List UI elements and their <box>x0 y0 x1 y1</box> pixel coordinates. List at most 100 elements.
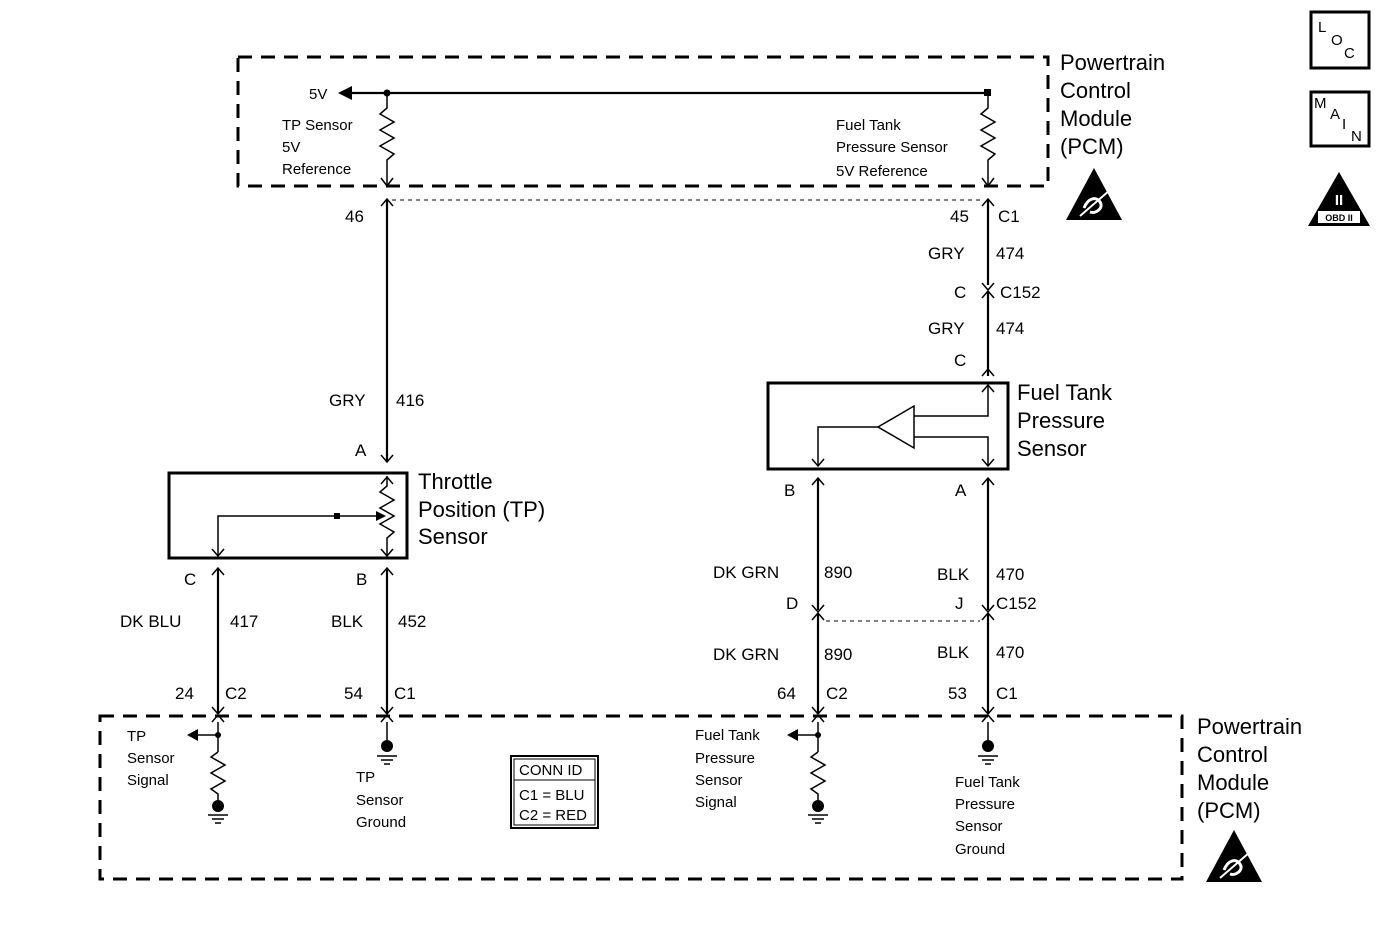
c152-pin-c: C <box>954 283 966 302</box>
pin-64: 64 <box>777 684 796 703</box>
svg-text:Sensor: Sensor <box>127 750 175 767</box>
wire-470-number-upper: 470 <box>996 565 1024 584</box>
svg-text:Reference: Reference <box>282 161 351 178</box>
wire-470-color-upper: BLK <box>937 565 970 584</box>
svg-text:(PCM): (PCM) <box>1060 134 1124 159</box>
svg-text:Fuel Tank: Fuel Tank <box>1017 380 1113 405</box>
svg-text:I: I <box>1342 116 1346 133</box>
svg-text:Sensor: Sensor <box>955 818 1003 835</box>
svg-text:Ground: Ground <box>356 814 406 831</box>
svg-text:Pressure: Pressure <box>695 750 755 767</box>
ftp-sensor-title: Fuel Tank Pressure Sensor <box>1017 380 1113 461</box>
svg-text:Control: Control <box>1060 78 1131 103</box>
svg-text:N: N <box>1351 128 1362 145</box>
ftp-ground-label: Fuel Tank Pressure Sensor Ground <box>955 774 1020 858</box>
tp-signal-arrow-icon <box>187 729 198 741</box>
pin-46: 46 <box>345 207 364 226</box>
svg-text:TP: TP <box>127 728 146 745</box>
conn-id-legend: CONN ID C1 = BLU C2 = RED <box>510 755 599 829</box>
wire-470-number-lower: 470 <box>996 643 1024 662</box>
ground-icon <box>208 814 228 824</box>
svg-text:Signal: Signal <box>127 772 169 789</box>
tp-signal-label: TP Sensor Signal <box>127 728 175 789</box>
svg-text:Sensor: Sensor <box>418 524 488 549</box>
svg-text:M: M <box>1314 95 1327 112</box>
pcm-bottom-title: Powertrain Control Module (PCM) <box>1197 714 1302 823</box>
svg-text:Ground: Ground <box>955 841 1005 858</box>
ftp-signal-label: Fuel Tank Pressure Sensor Signal <box>695 727 760 811</box>
c152-pin-j: J <box>955 594 964 613</box>
svg-text:Fuel Tank: Fuel Tank <box>955 774 1020 791</box>
connector-c152-upper: C152 <box>1000 283 1041 302</box>
loc-nav-button[interactable]: L O C <box>1309 10 1371 70</box>
svg-text:Sensor: Sensor <box>1017 436 1087 461</box>
connector-c2-ftp: C2 <box>826 684 848 703</box>
ftp-signal-pulldown-resistor <box>809 751 827 800</box>
esd-warning-icon-bottom <box>1206 830 1262 882</box>
tp-pin-a: A <box>355 441 367 460</box>
svg-text:Pressure: Pressure <box>955 796 1015 813</box>
svg-text:CONN ID: CONN ID <box>519 762 583 779</box>
svg-text:L: L <box>1318 19 1326 36</box>
tp-signal-pulldown-resistor <box>209 751 227 800</box>
wire-417-number: 417 <box>230 612 258 631</box>
ground-icon <box>978 755 998 765</box>
wire-452-color: BLK <box>331 612 364 631</box>
wire-416-color: GRY <box>329 391 366 410</box>
tp-pin-b: B <box>356 570 367 589</box>
wire-470-color-lower: BLK <box>937 643 970 662</box>
svg-text:5V: 5V <box>282 139 300 156</box>
ground-icon <box>808 814 828 824</box>
pin-54: 54 <box>344 684 363 703</box>
wire-890-color-lower: DK GRN <box>713 645 779 664</box>
svg-text:II: II <box>1335 192 1343 209</box>
wire-474-number-lower: 474 <box>996 319 1024 338</box>
ftp-ref-label: Fuel Tank Pressure Sensor 5V Reference <box>836 117 948 180</box>
svg-text:Fuel Tank: Fuel Tank <box>695 727 760 744</box>
svg-text:Powertrain: Powertrain <box>1197 714 1302 739</box>
ftp-pin-a: A <box>955 481 967 500</box>
svg-text:Position (TP): Position (TP) <box>418 497 545 522</box>
svg-text:Throttle: Throttle <box>418 469 493 494</box>
ftp-signal-arrow-icon <box>787 729 798 741</box>
wire-474-color-upper: GRY <box>928 244 965 263</box>
svg-text:TP Sensor: TP Sensor <box>282 117 353 134</box>
wire-890-number-lower: 890 <box>824 645 852 664</box>
wire-474-color-lower: GRY <box>928 319 965 338</box>
svg-text:Pressure Sensor: Pressure Sensor <box>836 139 948 156</box>
pcm-top-boundary <box>236 55 1050 188</box>
tp-ref-resistor <box>378 93 396 186</box>
tp-sensor-box <box>167 471 409 560</box>
wire-417-color: DK BLU <box>120 612 181 631</box>
svg-text:Pressure: Pressure <box>1017 408 1105 433</box>
esd-warning-icon <box>1066 168 1122 220</box>
svg-text:C: C <box>1344 45 1355 62</box>
connector-c152-lower: C152 <box>996 594 1037 613</box>
svg-text:Sensor: Sensor <box>356 792 404 809</box>
svg-text:Fuel Tank: Fuel Tank <box>836 117 901 134</box>
tp-pin-c: C <box>184 570 196 589</box>
pin-24: 24 <box>175 684 194 703</box>
wire-452-number: 452 <box>398 612 426 631</box>
pin-53: 53 <box>948 684 967 703</box>
pin-45: 45 <box>950 207 969 226</box>
arrow-left-icon <box>338 86 352 100</box>
svg-text:O: O <box>1331 32 1343 49</box>
obd-ii-nav-button[interactable]: II OBD II <box>1308 172 1370 226</box>
pcm-bottom-boundary <box>98 714 1184 881</box>
tp-ground-label: TP Sensor Ground <box>356 769 406 831</box>
tp-potentiometer <box>378 476 396 556</box>
connector-c1-tp: C1 <box>394 684 416 703</box>
svg-text:(PCM): (PCM) <box>1197 798 1261 823</box>
main-nav-button[interactable]: M A I N <box>1309 90 1371 148</box>
ftp-sensor-box <box>766 381 1010 471</box>
amplifier-icon <box>876 404 915 450</box>
svg-text:Module: Module <box>1060 106 1132 131</box>
five-volt-label: 5V <box>309 86 327 103</box>
svg-text:Sensor: Sensor <box>695 772 743 789</box>
wire-890-number-upper: 890 <box>824 563 852 582</box>
tp-sensor-title: Throttle Position (TP) Sensor <box>418 469 545 549</box>
c152-pin-d: D <box>786 594 798 613</box>
connector-c1-ftp: C1 <box>996 684 1018 703</box>
